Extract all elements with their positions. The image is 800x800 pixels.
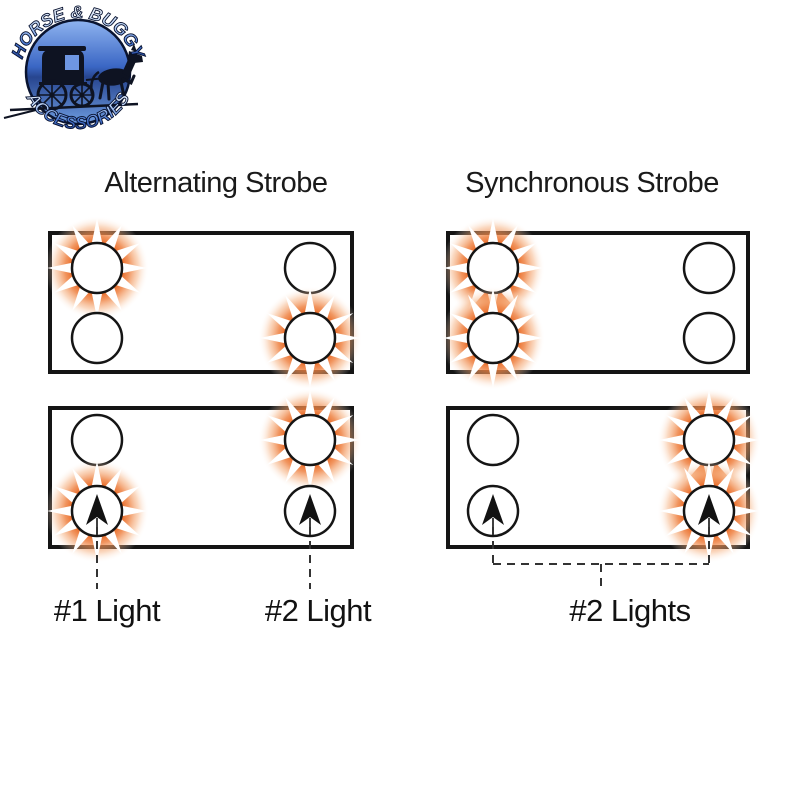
label-1-light: #1 Light xyxy=(53,593,161,628)
lamp-icon xyxy=(70,413,124,467)
buggy-icon xyxy=(36,46,95,111)
lamp-icon xyxy=(466,413,520,467)
strobe-glow-icon xyxy=(258,286,362,390)
label-2-light: #2 Light xyxy=(264,593,372,628)
panel-alternating-top xyxy=(45,216,362,390)
synchronous-strobe-title: Synchronous Strobe xyxy=(465,167,719,199)
strobe-glow-icon xyxy=(441,286,545,390)
strobe-glow-icon xyxy=(45,216,149,320)
horse-and-buggy-logo: HORSE & BUGGY ACCESSORIES xyxy=(3,2,150,134)
logo-ground-line xyxy=(3,102,139,119)
lamp-icon xyxy=(682,241,736,295)
panel-synchronous-top xyxy=(441,216,750,390)
panel-alternating-bottom xyxy=(45,388,362,563)
lamp-icon xyxy=(70,311,124,365)
callout-bracket-lights2 xyxy=(492,527,710,592)
label-2-lights: #2 Lights xyxy=(569,593,691,628)
strobe-glow-icon xyxy=(258,388,362,492)
horse-icon xyxy=(85,44,143,101)
panel-synchronous-bottom xyxy=(446,388,761,563)
lamp-icon xyxy=(682,311,736,365)
lamp-icon xyxy=(283,241,337,295)
alternating-strobe-title: Alternating Strobe xyxy=(104,167,328,199)
